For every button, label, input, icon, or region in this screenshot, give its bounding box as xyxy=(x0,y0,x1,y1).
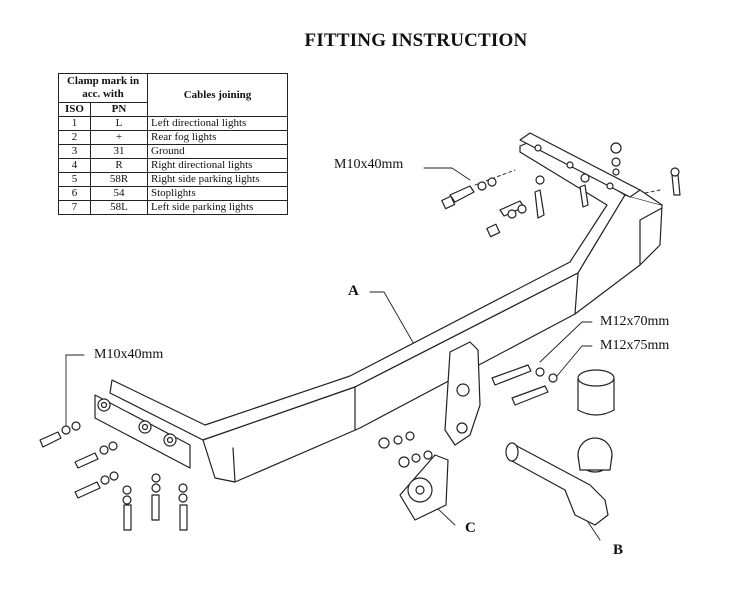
table-row: 4 R Right directional lights xyxy=(58,158,288,173)
table-row: 2 + Rear fog lights xyxy=(58,130,288,145)
page-title: FITTING INSTRUCTION xyxy=(304,30,528,51)
desc-cell: Right side parking lights xyxy=(147,172,288,187)
callout-bolt-top: M10x40mm xyxy=(334,157,404,172)
table-row: 5 58R Right side parking lights xyxy=(58,172,288,187)
center-plate xyxy=(444,341,481,446)
socket-plate-c xyxy=(399,454,449,521)
part-label-b: B xyxy=(613,542,624,558)
callout-bolt-m12x75: M12x75mm xyxy=(600,338,670,353)
part-label-c: C xyxy=(465,520,476,536)
right-top-bracket xyxy=(519,132,641,198)
part-label-a: A xyxy=(348,283,359,299)
desc-cell: Left side parking lights xyxy=(147,200,288,215)
bolts-left xyxy=(39,421,188,531)
wiring-table: Clamp mark in acc. with Cables joining I… xyxy=(58,73,288,215)
table-row: 7 58L Left side parking lights xyxy=(58,200,288,215)
pn-cell: 58R xyxy=(90,172,148,187)
callout-bolt-m12x70: M12x70mm xyxy=(600,314,670,329)
towball-b xyxy=(505,369,615,526)
bolts-top xyxy=(441,142,681,238)
table-row: 3 31 Ground xyxy=(58,144,288,159)
header-pn: PN xyxy=(90,102,148,117)
left-bracket xyxy=(94,394,191,469)
callout-bolt-left: M10x40mm xyxy=(94,347,164,362)
header-clamp-mark: Clamp mark in acc. with xyxy=(58,73,148,103)
bolts-center xyxy=(378,364,558,468)
crossbar-a xyxy=(109,139,663,483)
